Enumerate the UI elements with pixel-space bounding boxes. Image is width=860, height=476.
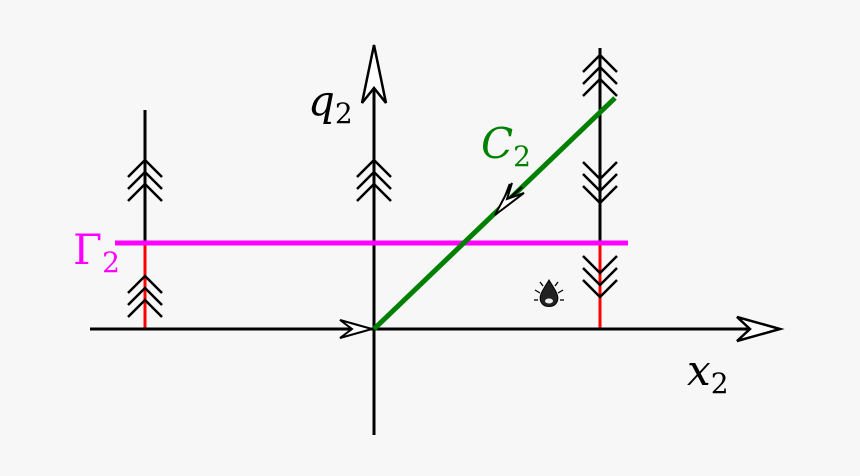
right-branch-line [582,48,618,299]
x-axis [90,315,785,343]
gamma-contour-label: Γ2 [73,225,120,279]
q-axis-triple-arrow-up [356,158,392,202]
c-contour [372,96,617,331]
left-branch-line [127,110,163,318]
right-triple-arrow-down-lower [582,255,618,299]
q-axis-label: q2 [308,76,353,130]
x-axis-arrowhead [736,315,785,343]
right-triple-arrow-up [582,53,618,97]
q-axis [356,44,392,435]
left-triple-arrow-up-lower [127,274,163,318]
right-triple-arrow-down-upper [582,161,618,205]
c-contour-label: C2 [481,119,531,173]
q-axis-arrowhead [360,44,388,104]
c-contour-line [372,96,617,331]
spiky-drop-icon [534,279,564,307]
left-triple-arrow-up-upper [127,158,163,202]
x-axis-label: x2 [687,346,729,400]
bottom-leftward-arrow [339,319,376,339]
